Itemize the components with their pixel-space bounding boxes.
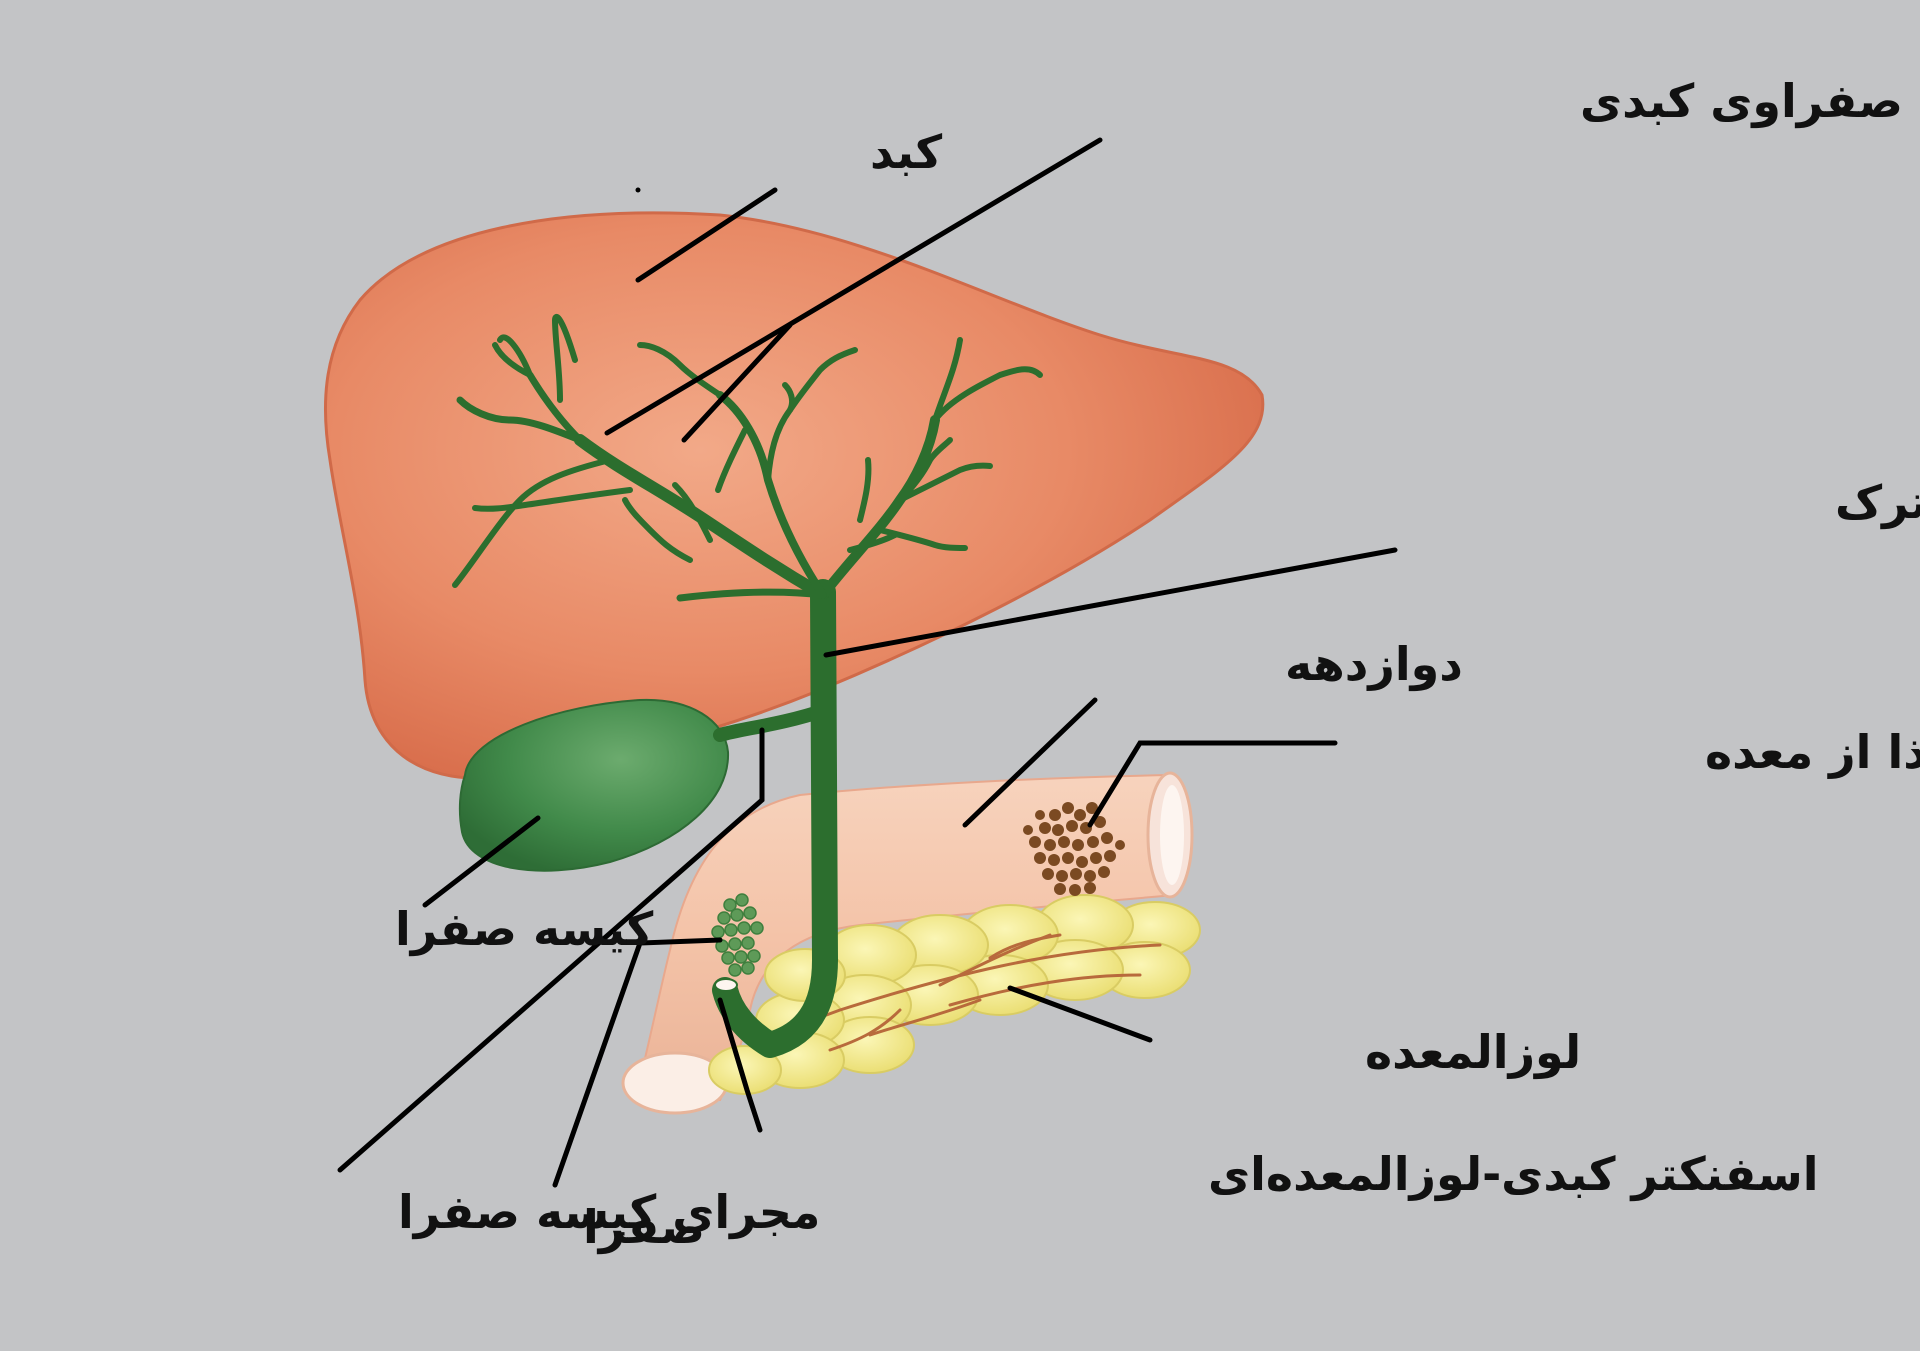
pancreas xyxy=(708,894,1201,1095)
leader-food-mass xyxy=(1087,740,1338,828)
sphincter-opening xyxy=(714,978,738,992)
leader-hepatic-ducts-1 xyxy=(604,137,1103,436)
bile-droplets xyxy=(711,893,764,977)
common-bile-duct-shape xyxy=(712,579,838,1058)
leader-bile xyxy=(552,937,723,1188)
leader-hepatic-ducts-2 xyxy=(681,322,793,443)
leader-lines xyxy=(337,137,1398,1188)
leader-sphincter xyxy=(717,997,763,1133)
leader-common-duct xyxy=(823,547,1398,658)
leader-pancreas xyxy=(1007,985,1153,1043)
label-liver: کبد xyxy=(870,125,942,179)
label-sphincter: اسفنکتر کبدی-لوزالمعده‌ای xyxy=(1208,1147,1819,1201)
food-mass xyxy=(1023,802,1125,896)
hepatic-duct-tree xyxy=(452,314,1043,602)
leader-cystic-duct xyxy=(337,727,765,1173)
label-food-mass: توده غذا از معده xyxy=(1705,725,1920,779)
label-gallbladder: کیسه صفرا xyxy=(395,902,653,956)
label-common-bile-duct: مجرای صفراوی مشترک xyxy=(1835,475,1920,529)
leader-gallbladder xyxy=(422,815,541,908)
label-duodenum: دوازدهه xyxy=(1285,637,1463,691)
label-cystic-duct: مجرای کیسه صفرا xyxy=(398,1185,820,1239)
leader-liver-line xyxy=(635,187,778,283)
label-pancreas: لوزالمعده xyxy=(1365,1025,1581,1079)
leader-duodenum xyxy=(962,697,1098,828)
label-hepatic-ducts: مجاری صفراوی کبدی xyxy=(1580,74,1920,128)
label-bile: صفرا xyxy=(583,1200,705,1254)
